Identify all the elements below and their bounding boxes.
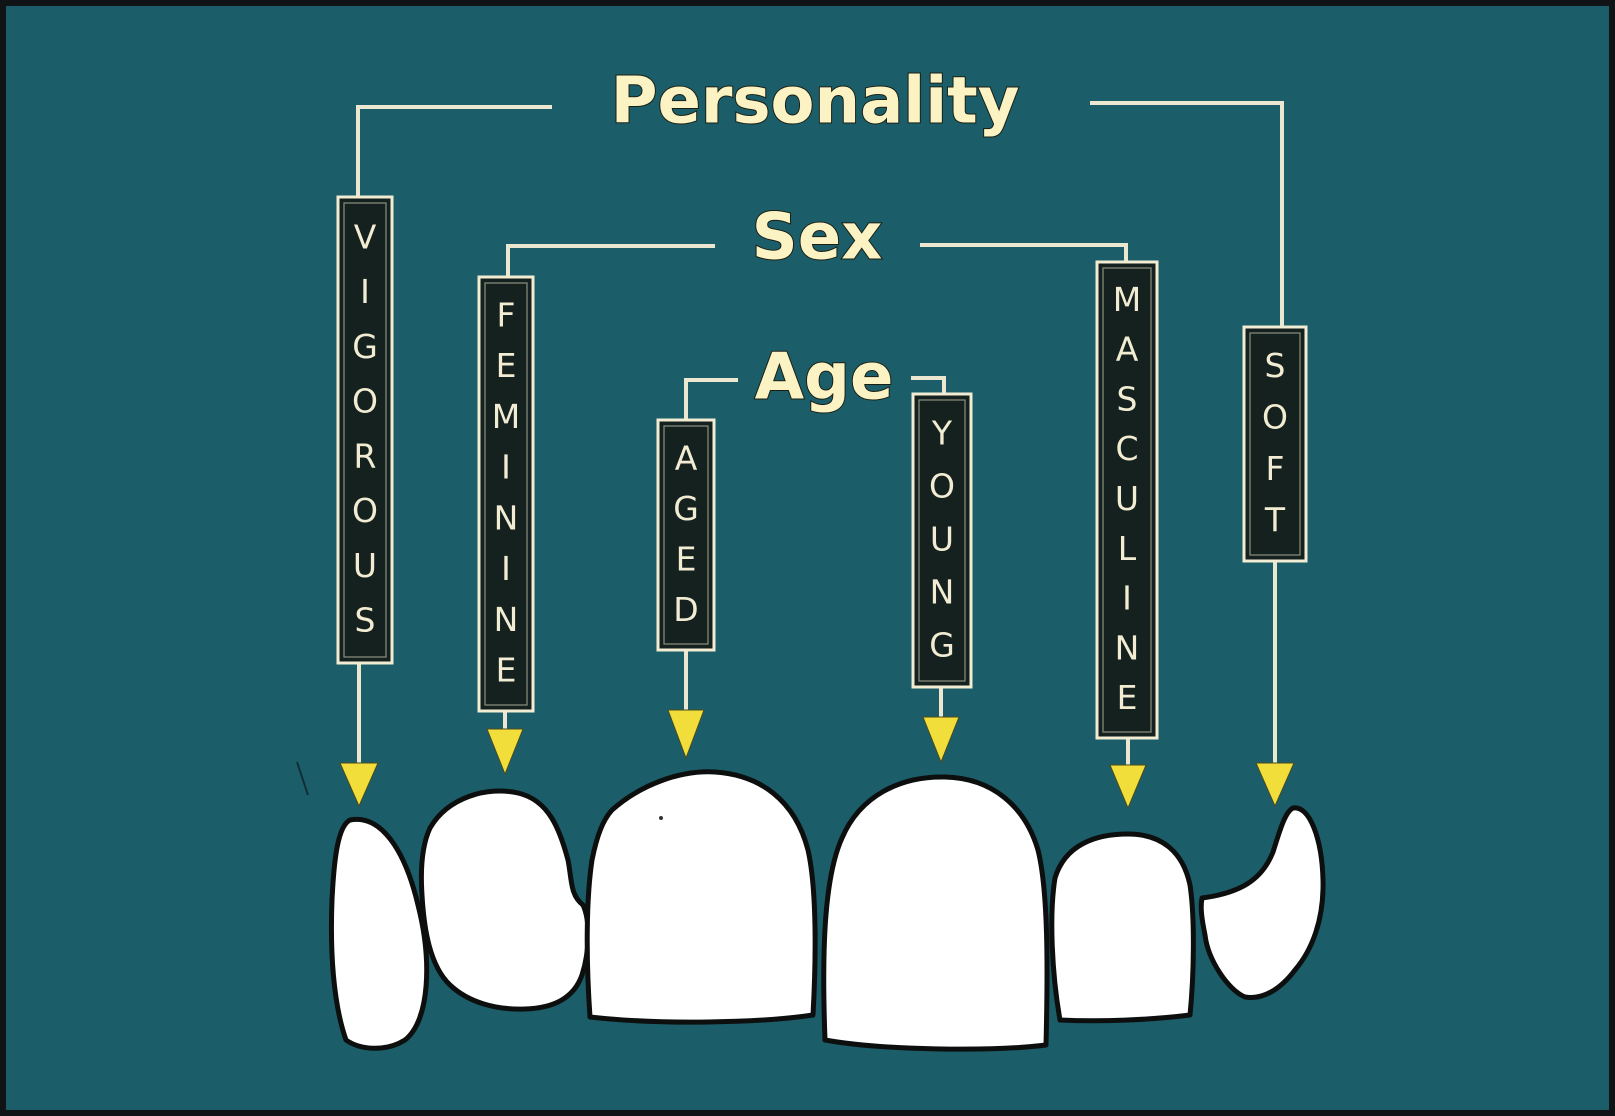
tooth-mark <box>659 816 663 820</box>
tooth-aged <box>587 772 815 1022</box>
heading-sex: Sex <box>752 201 883 275</box>
tooth-young <box>824 777 1047 1049</box>
tooth-masculine <box>1052 834 1194 1021</box>
heading-personality: Personality <box>611 65 1020 139</box>
heading-age: Age <box>755 341 894 415</box>
